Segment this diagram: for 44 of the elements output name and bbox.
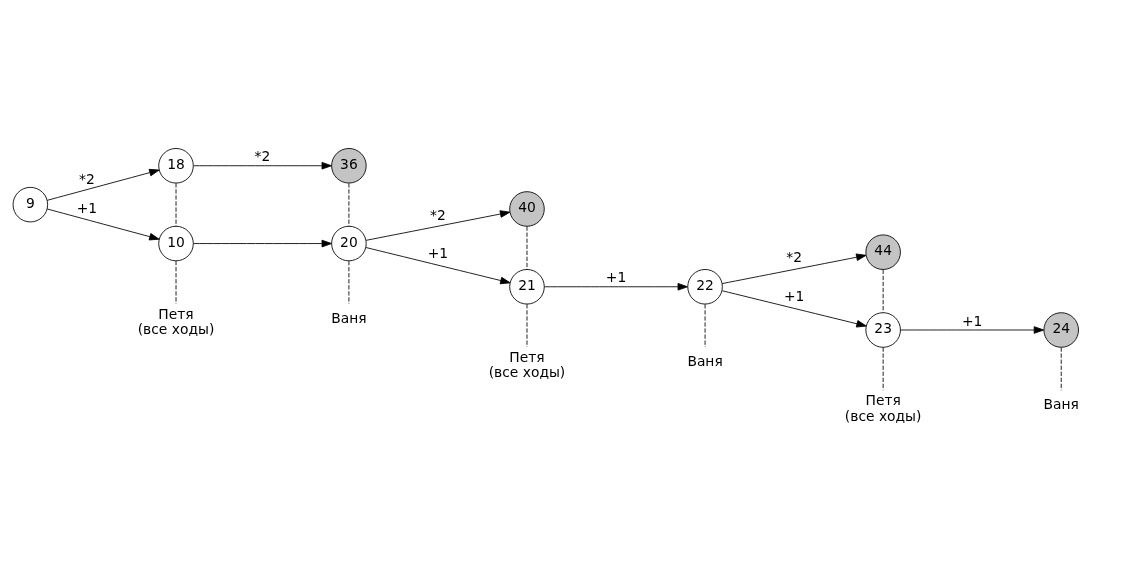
node-circle: 10 xyxy=(158,225,194,261)
connector xyxy=(526,225,528,270)
node-text: Петя (все ходы) xyxy=(488,348,566,380)
connector xyxy=(348,260,350,304)
connector xyxy=(882,346,884,391)
node-text: Ваня xyxy=(331,309,367,326)
arrow xyxy=(544,282,688,291)
node-circle: 36 xyxy=(331,147,367,183)
node-circle: 24 xyxy=(1043,311,1079,348)
node-text: Ваня xyxy=(1043,395,1079,412)
connector xyxy=(1060,346,1062,391)
edge-label: *2 xyxy=(786,248,802,265)
arrow xyxy=(193,239,332,247)
edge-label: +1 xyxy=(605,268,627,285)
edge-label: +1 xyxy=(76,199,98,216)
node-text: Петя (все ходы) xyxy=(137,305,215,337)
node-circle: 22 xyxy=(687,268,723,304)
connector xyxy=(882,268,884,313)
arrow xyxy=(721,289,867,327)
arrow xyxy=(46,168,160,201)
arrow xyxy=(193,161,332,169)
node-text: Петя (все ходы) xyxy=(844,391,922,424)
edge-label: +1 xyxy=(427,244,449,261)
node-text: Ваня xyxy=(687,352,723,369)
node-circle: 21 xyxy=(509,268,545,304)
edge-label: *2 xyxy=(254,147,271,164)
connector xyxy=(348,182,350,227)
connector xyxy=(175,182,177,227)
edge-label: +1 xyxy=(783,287,805,304)
edge-label: +1 xyxy=(961,312,983,328)
arrow xyxy=(365,246,511,284)
edge-label: *2 xyxy=(79,170,95,187)
edge-label: *2 xyxy=(430,206,446,223)
node-circle: 18 xyxy=(158,147,194,183)
node-circle: 40 xyxy=(509,190,545,227)
node-circle: 23 xyxy=(865,311,901,348)
node-circle: 9 xyxy=(12,186,49,222)
arrow xyxy=(721,253,867,284)
node-circle: 44 xyxy=(865,233,901,270)
arrow xyxy=(46,208,160,240)
connector xyxy=(175,260,177,304)
arrow xyxy=(900,325,1045,334)
node-circle: 20 xyxy=(331,225,367,261)
arrow xyxy=(365,209,511,241)
